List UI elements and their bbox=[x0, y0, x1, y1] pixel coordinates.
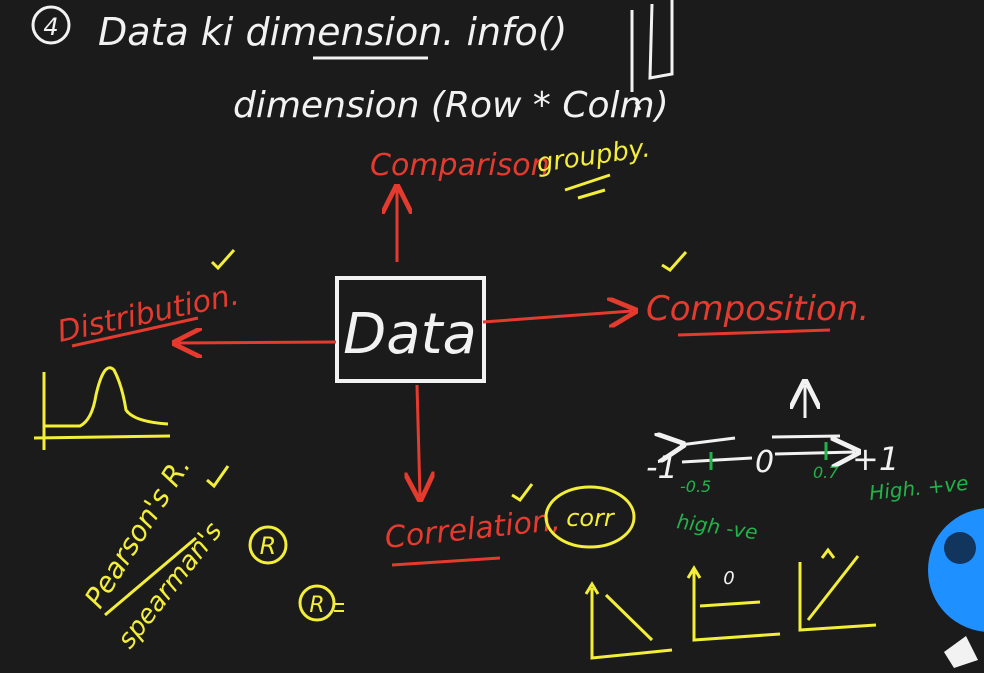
pearson-check-icon bbox=[206, 465, 230, 489]
corr-label: corr bbox=[566, 504, 616, 532]
branch-composition: Composition. bbox=[646, 251, 869, 337]
scale-line-left-2 bbox=[681, 456, 753, 464]
equals-mark bbox=[334, 603, 344, 612]
r-circle-2-label: R bbox=[309, 593, 324, 618]
r-circle-1 bbox=[248, 525, 288, 565]
pos-marker: 0.7 bbox=[813, 463, 839, 482]
zero-plot-label: 0 bbox=[723, 568, 734, 589]
data-label: Data bbox=[343, 302, 477, 367]
corr-circle bbox=[544, 485, 636, 549]
distribution-label: Distribution. bbox=[54, 277, 242, 350]
item-number: 4 bbox=[43, 13, 58, 41]
distribution-check-icon bbox=[210, 249, 236, 271]
composition-label: Composition. bbox=[646, 289, 869, 329]
pen-scribble-icon bbox=[630, 0, 674, 111]
composition-underline bbox=[677, 328, 831, 337]
arrow-left bbox=[178, 342, 337, 343]
high-neg-label: high -ve bbox=[675, 509, 759, 544]
scale-line-right-1 bbox=[771, 434, 841, 439]
distribution-underline bbox=[71, 316, 199, 348]
correlation-underline bbox=[391, 556, 501, 567]
correlation-label: Correlation, bbox=[383, 503, 562, 556]
arrows bbox=[178, 190, 632, 496]
header: 4 Data ki dimension. info() dimension (R… bbox=[31, 0, 674, 126]
negative-correlation-plot bbox=[584, 581, 673, 660]
positive-correlation-plot bbox=[798, 547, 877, 632]
correlation-scale: -1 0 +1 -0.5 0.7 high -ve High. +ve bbox=[646, 385, 970, 544]
header-line-1: Data ki dimension. info() bbox=[98, 10, 567, 54]
groupby-underline bbox=[564, 173, 611, 200]
item-number-circle bbox=[31, 5, 71, 45]
composition-check-icon bbox=[661, 251, 688, 272]
r-circle-1-label: R bbox=[260, 532, 277, 560]
branch-comparison: Comparison groupby. bbox=[370, 133, 652, 200]
data-node: Data bbox=[335, 276, 486, 383]
arrow-right bbox=[482, 311, 632, 322]
data-box bbox=[335, 276, 486, 383]
comparison-label: Comparison bbox=[370, 148, 550, 183]
scale-plus-one: +1 bbox=[852, 440, 899, 478]
branch-correlation: Correlation, corr bbox=[383, 483, 636, 567]
correlation-methods: Pearson's R. spearman's R R bbox=[78, 451, 344, 654]
pearson-underline bbox=[104, 536, 197, 617]
avatar-icon bbox=[928, 508, 984, 668]
arrow-down bbox=[417, 384, 420, 496]
scale-line-right-2 bbox=[774, 452, 855, 454]
distribution-curve-icon bbox=[33, 366, 171, 450]
scale-line-left-1 bbox=[680, 438, 736, 445]
groupby-label: groupby. bbox=[535, 133, 652, 179]
correlation-check-icon bbox=[511, 483, 534, 503]
header-line-2: dimension (Row * Colm) bbox=[233, 85, 669, 126]
branch-distribution: Distribution. bbox=[33, 249, 242, 450]
neg-marker: -0.5 bbox=[680, 477, 711, 496]
scale-zero: 0 bbox=[755, 445, 774, 480]
correlation-plots bbox=[584, 547, 877, 660]
scale-minus-one: -1 bbox=[646, 448, 678, 486]
zero-correlation-plot bbox=[686, 565, 781, 642]
